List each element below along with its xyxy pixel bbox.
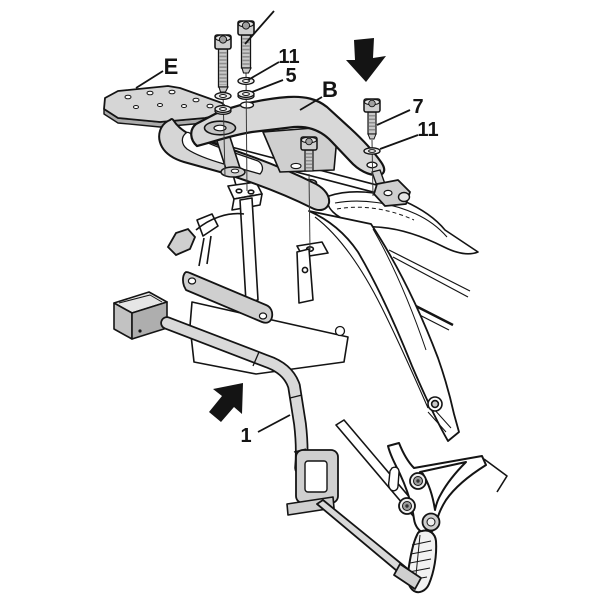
end-lug-cylinder [397, 191, 411, 203]
inner-plate-hole [334, 325, 346, 337]
pad-block-dot [138, 329, 142, 333]
washer-11-side [363, 147, 381, 155]
screw-middle [300, 136, 318, 172]
rack-strut-foot-hole [230, 168, 240, 174]
side-stay-1 [113, 271, 422, 590]
leader-e [135, 70, 164, 89]
side-plate-gray [182, 271, 274, 324]
leader-5 [251, 79, 284, 93]
side-plate-hole [258, 312, 268, 320]
bracket-hole [235, 188, 243, 194]
seat-piping-dashed [336, 206, 415, 221]
plate-e-holes [124, 89, 214, 109]
hook-window [304, 460, 328, 493]
hanger-bolt [398, 497, 416, 515]
leader-1 [257, 414, 291, 433]
exhaust-line [483, 458, 508, 493]
footpeg-ribs [408, 534, 433, 586]
up-right-arrow-icon [209, 383, 243, 422]
rack-hole-rear [239, 101, 255, 109]
stay-strap [316, 499, 410, 577]
callout-washer-side: 11 [417, 119, 438, 141]
callout-leaders [135, 10, 419, 433]
down-arrow-icon [346, 38, 386, 82]
callout-side-stay-1: 1 [240, 425, 251, 447]
spacer-5-left [214, 104, 232, 116]
callout-screw-7: 7 [412, 96, 423, 118]
leader-7 [376, 109, 411, 126]
leader-b [299, 96, 323, 111]
lock-lines [195, 212, 245, 267]
hardware [214, 20, 381, 251]
rack-boss-hole [213, 124, 227, 132]
screw-long-left [214, 34, 232, 93]
leader-cropped [244, 10, 275, 45]
lock-housing [196, 213, 219, 237]
pad-block-ridge [118, 294, 163, 304]
tail-vent-hole-inner [430, 399, 440, 409]
bracket-hole [247, 189, 255, 195]
tail-panel [308, 210, 460, 442]
mid-bracket-slot [290, 162, 302, 170]
rack-arm-b [190, 95, 411, 207]
leader-11-top [247, 61, 280, 81]
spacer-5-right [237, 89, 255, 101]
subframe-leg-lower [239, 197, 259, 303]
side-plate-hole [187, 277, 197, 285]
footpeg-pivot-inner [426, 517, 436, 527]
leader-11-side [379, 134, 419, 150]
seat-piping [334, 200, 448, 238]
strap-foot-pad [393, 563, 422, 590]
tail-panel-seam2 [372, 228, 427, 351]
end-lug-hole [383, 189, 393, 197]
seat-lock-lever [166, 227, 197, 257]
mount-bracket-mid-channel [296, 248, 314, 304]
washer-11-left [214, 91, 232, 101]
screw-long-right [237, 20, 255, 74]
screw-7 [363, 98, 381, 140]
plate-e [103, 85, 228, 128]
hanger-bolt [409, 472, 427, 490]
callout-rack-arm-b: B [322, 77, 338, 102]
callout-spacer-5: 5 [285, 65, 296, 87]
callout-washer-top: 11 [278, 46, 299, 68]
hanger-kidney-slot [387, 466, 400, 492]
tail-panel-seam [314, 216, 429, 409]
bracket-hole [301, 266, 309, 274]
callout-plate-e: E [164, 54, 179, 79]
